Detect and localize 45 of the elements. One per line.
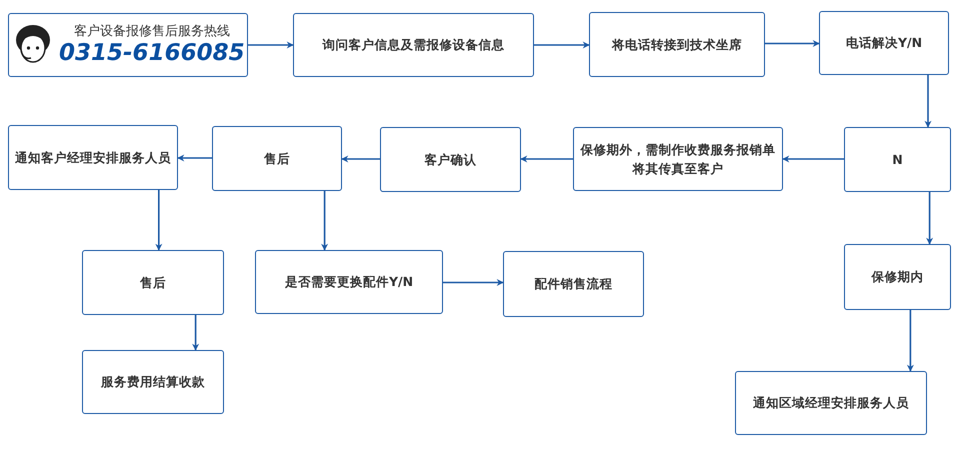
arrow xyxy=(782,156,844,162)
box-text: 售后 xyxy=(263,150,291,168)
box-text: 配件销售流程 xyxy=(534,275,614,294)
box-text: N xyxy=(891,150,904,169)
process-box xyxy=(844,127,951,192)
arrow xyxy=(534,42,590,48)
box-text: 询问客户信息及需报修设备信息 xyxy=(321,36,506,54)
box-text: 电话解决Y/N xyxy=(844,34,924,52)
box-text: 服务费用结算收款 xyxy=(100,373,206,392)
arrow xyxy=(321,191,328,251)
box-text: 售后 xyxy=(139,274,167,292)
box-text: 将电话转接到技术坐席 xyxy=(610,36,743,54)
arrow xyxy=(341,156,380,162)
process-box xyxy=(503,251,644,317)
arrow xyxy=(926,192,934,245)
box-text: 通知区域经理安排服务人员 xyxy=(752,394,910,412)
arrow xyxy=(443,279,504,286)
process-box xyxy=(735,371,927,435)
process-box xyxy=(589,12,765,77)
arrow xyxy=(906,310,914,372)
process-box xyxy=(82,250,224,315)
arrow xyxy=(155,190,162,251)
box-text: 通知客户经理安排服务人员 xyxy=(14,148,172,167)
arrow xyxy=(520,156,573,162)
process-box xyxy=(844,244,951,310)
process-box xyxy=(8,13,248,77)
process-box xyxy=(212,126,342,191)
process-box xyxy=(573,127,783,191)
box-text: 是否需要更换配件Y/N xyxy=(284,273,414,292)
process-box xyxy=(8,125,178,190)
arrow xyxy=(192,315,200,351)
process-box xyxy=(380,127,521,192)
arrow xyxy=(924,75,932,128)
process-box xyxy=(82,350,224,414)
box-text: 客户确认 xyxy=(424,150,478,169)
arrow xyxy=(248,42,294,48)
hotline-title: 客户设备报修售后服务热线 xyxy=(72,24,231,42)
process-box xyxy=(293,13,534,77)
box-text: 保修期内 xyxy=(870,268,924,286)
arrow xyxy=(765,40,820,47)
arrow xyxy=(177,154,212,162)
phone-number: 0315-6166085 xyxy=(59,41,245,66)
process-box xyxy=(255,250,443,314)
box-text: 保修期外，需制作收费服务报销单将其传真至客户 xyxy=(579,140,776,178)
process-box xyxy=(819,11,949,75)
